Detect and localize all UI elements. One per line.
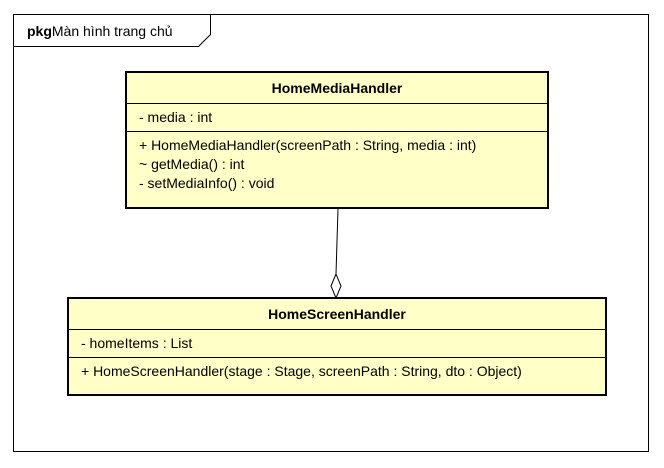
operation: + HomeMediaHandler(screenPath : String, … [139,137,477,153]
attributes-compartment: - media : int [127,104,547,132]
operation: ~ getMedia() : int [139,156,245,172]
aggregation-line [335,208,339,275]
class-name: HomeScreenHandler [69,299,605,330]
class-name: HomeMediaHandler [127,73,547,104]
package-title: pkgMàn hình trang chủ [27,22,173,40]
operation: - setMediaInfo() : void [139,175,275,191]
attribute: - media : int [139,109,213,125]
operation: + HomeScreenHandler(stage : Stage, scree… [81,363,522,379]
aggregation-diamond [330,272,342,300]
operations-compartment: + HomeScreenHandler(stage : Stage, scree… [69,358,605,385]
package-tab [13,14,211,47]
operations-compartment: + HomeMediaHandler(screenPath : String, … [127,132,547,197]
attribute: - homeItems : List [81,335,193,351]
package-name: Màn hình trang chủ [51,23,173,39]
package-keyword: pkg [27,23,52,39]
attributes-compartment: - homeItems : List [69,330,605,358]
package-frame [13,14,649,452]
class-home-media-handler[interactable]: HomeMediaHandler - media : int + HomeMed… [125,71,549,209]
class-home-screen-handler[interactable]: HomeScreenHandler - homeItems : List + H… [67,297,607,396]
